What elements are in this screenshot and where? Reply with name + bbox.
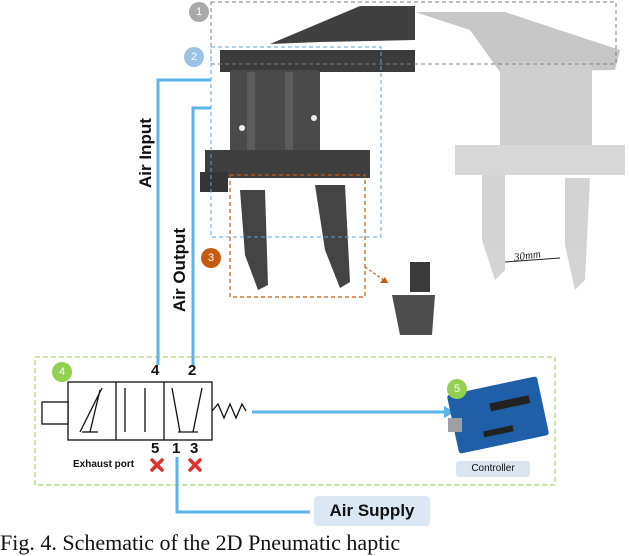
badge-2: 2 bbox=[184, 47, 204, 67]
controller-label: Controller bbox=[456, 461, 530, 477]
exhaust-x-3 bbox=[188, 458, 202, 472]
port-1: 1 bbox=[172, 440, 181, 457]
air-supply-line bbox=[175, 457, 310, 514]
exhaust-port-label: Exhaust port bbox=[73, 459, 135, 470]
finger-detail bbox=[392, 262, 435, 335]
air-input-line bbox=[156, 78, 211, 365]
box-valve bbox=[34, 356, 556, 486]
air-output-label: Air Output bbox=[170, 227, 189, 312]
badge-1: 1 bbox=[189, 2, 209, 22]
port-2: 2 bbox=[188, 362, 197, 379]
gripper-dark bbox=[200, 6, 415, 290]
badge-4: 4 bbox=[52, 362, 72, 382]
dimension-line bbox=[504, 257, 561, 263]
air-input-label: Air Input bbox=[136, 118, 155, 188]
gripper-ghost bbox=[415, 12, 625, 290]
control-arrowhead bbox=[444, 406, 455, 418]
figure-caption: Fig. 4. Schematic of the 2D Pneumatic ha… bbox=[0, 530, 401, 555]
badge-5: 5 bbox=[447, 379, 467, 399]
controller-board bbox=[447, 376, 549, 454]
box-fingers bbox=[229, 174, 366, 298]
box-gripper-frame bbox=[210, 1, 617, 65]
badge-3: 3 bbox=[201, 248, 221, 268]
box-actuator bbox=[210, 46, 382, 238]
valve-symbol bbox=[41, 381, 247, 441]
air-output-line bbox=[191, 106, 211, 365]
port-3: 3 bbox=[190, 440, 199, 457]
exhaust-x-5 bbox=[150, 458, 164, 472]
detail-arrowhead bbox=[380, 277, 388, 283]
port-5: 5 bbox=[151, 440, 160, 457]
port-4: 4 bbox=[151, 362, 160, 379]
air-supply-label: Air Supply bbox=[314, 496, 430, 526]
